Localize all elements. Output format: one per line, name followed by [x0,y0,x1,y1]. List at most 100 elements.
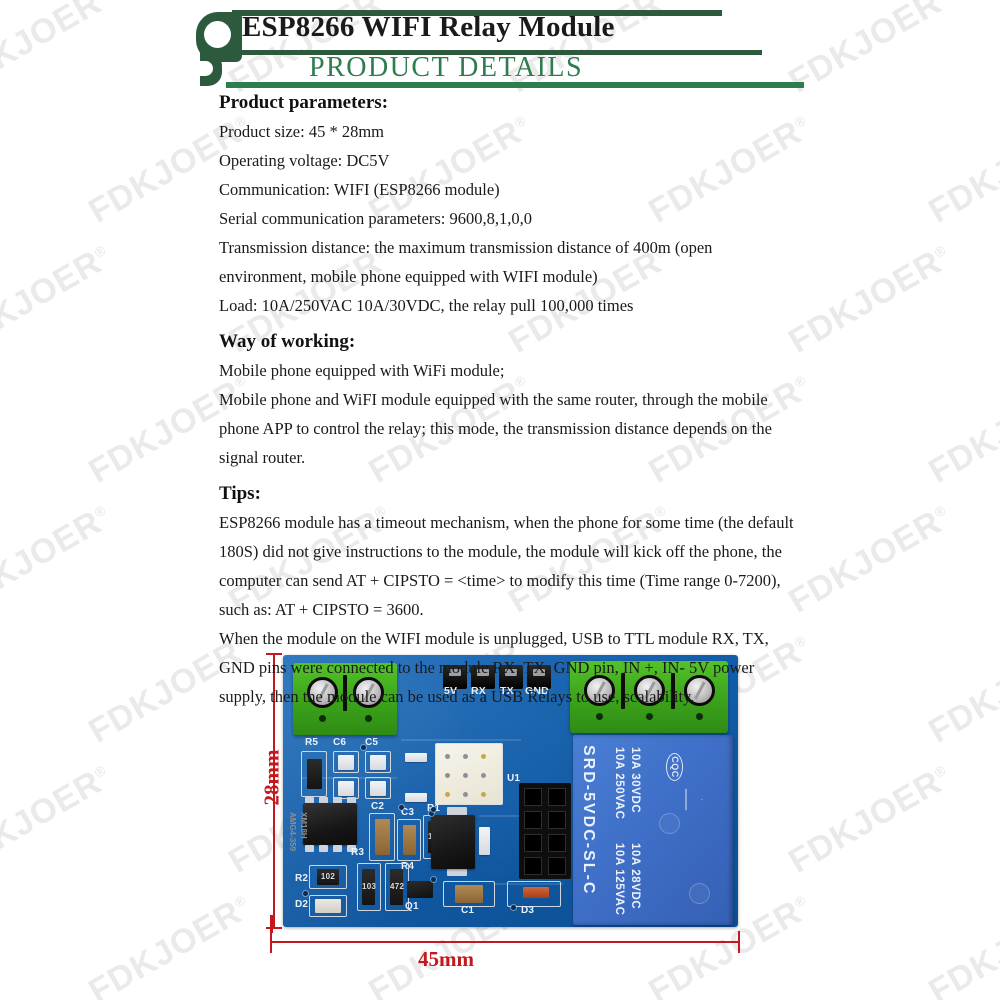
socket-pin [548,811,566,829]
working-line-2: Mobile phone and WiFI module equipped wi… [219,390,772,467]
component-pad [333,751,359,773]
component-pad [333,777,359,799]
uart-pin-header [443,665,551,691]
silk-label-rx: RX [471,685,486,697]
ic-marking-text: XM18H AMG4-359 [288,812,308,852]
silk-label-r2: R2 [295,873,309,884]
silk-label-c6: C6 [333,737,347,748]
pad-hole [481,773,486,778]
pad-hole [463,773,468,778]
screw-head [634,675,665,706]
dimension-label-height: 28mm [259,749,284,806]
capacitor-c5b [370,781,386,796]
pcb-via [399,805,404,810]
terminal-wire-hole [365,715,372,722]
relay-rating-250vac: 10A 250VAC [613,747,625,820]
param-transmission-distance: Transmission distance: the maximum trans… [219,238,713,286]
watermark-text: FDKJOER® [0,241,110,361]
pad-hole [445,754,450,759]
ic-lead [333,845,342,852]
pcb-trace [401,739,521,741]
warning-triangle-icon [688,789,703,809]
resistor-r5 [307,759,322,789]
component-pad [507,881,561,907]
dimension-cap-top [266,653,282,655]
screw-head [584,675,615,706]
resistor-r4: 472 [390,869,404,905]
working-line-1: Mobile phone equipped with WiFi module; [219,361,505,380]
ic-lead [319,797,328,804]
product-photo-block: 28mm 45mm [228,645,768,985]
component-pad [357,863,381,911]
silk-label-r4: R4 [401,861,415,872]
soic8-ic: XM18H AMG4-359 [288,803,357,851]
watermark-text: FDKJOER® [782,501,950,621]
silk-label-c2: C2 [371,801,385,812]
relay-component: SRD-5VDC-SL-C 10A 250VAC 10A 30VDC 10A 1… [573,735,733,925]
silk-label-c3: C3 [401,807,415,818]
silk-label-5v: 5V [444,685,458,697]
subtitle-row: PRODUCT DETAILS [224,52,814,88]
smd-part [405,753,427,762]
page-title: ESP8266 WIFI Relay Module [242,11,615,43]
pcb-board-image: 5V RX TX GND SRD-5VDC-SL-C 10A 250VAC 10… [283,655,738,927]
esp-module-socket-header [519,783,571,879]
screw-head [307,677,338,708]
relay-molding-dimple [659,813,680,834]
cqc-certification-icon: CQC [666,753,683,781]
dimension-label-width: 45mm [418,947,474,971]
title-rule-bottom [232,50,762,55]
socket-pin [548,834,566,852]
param-communication: Communication: WIFI (ESP8266 module) [219,180,500,199]
terminal-divider [343,675,347,711]
header-pin [471,665,495,689]
pad-hole [481,792,486,797]
silk-label-d2: D2 [295,899,309,910]
header-pin [499,665,523,689]
pad-hole [445,773,450,778]
socket-pin [548,857,566,875]
watermark-text: FDKJOER® [922,633,1000,751]
dimension-cap-bottom [266,927,282,929]
pcb-via [431,807,436,812]
terminal-divider [671,673,675,709]
component-pad [365,777,391,799]
ic-lead [333,797,342,804]
socket-pin [524,788,542,806]
component-pad [397,819,421,861]
param-load: Load: 10A/250VAC 10A/30VDC, the relay pu… [219,296,634,315]
ic-lead [347,797,356,804]
socket-pin [524,857,542,875]
silk-label-r3: R3 [351,847,365,858]
relay-model-text: SRD-5VDC-SL-C [580,745,597,896]
component-pad [309,865,347,889]
screw-terminal-2pin [293,663,397,735]
socket-pin [548,788,566,806]
screw-terminal-3pin [570,661,728,733]
watermark-text: FDKJOER® [922,113,1000,231]
screw-head [684,675,715,706]
ic-lead [305,797,314,804]
page-subtitle: PRODUCT DETAILS [309,52,584,83]
ic-lead [319,845,328,852]
pad-hole [445,792,450,797]
pcb-via [303,891,308,896]
pad-hole [481,754,486,759]
relay-rating-125vac: 10A 125VAC [613,843,625,916]
param-operating-voltage: Operating voltage: DC5V [219,151,390,170]
header-pin [527,665,551,689]
param-product-size: Product size: 45 * 28mm [219,122,384,141]
section-heading-way-of-working: Way of working: [219,331,356,352]
capacitor-c6 [338,755,354,770]
socket-pin [524,811,542,829]
watermark-text: FDKJOER® [782,241,950,361]
relay-molding-dimple [689,883,710,904]
silk-label-q1: Q1 [405,901,419,912]
dimension-line-horizontal [270,941,740,943]
relay-rating-30vdc: 10A 30VDC [629,747,641,814]
tips-line-1: ESP8266 module has a timeout mechanism, … [219,513,794,619]
diode-d3 [523,887,549,898]
silk-label-r5: R5 [305,737,319,748]
terminal-wire-hole [596,713,603,720]
capacitor-c1 [455,885,483,903]
